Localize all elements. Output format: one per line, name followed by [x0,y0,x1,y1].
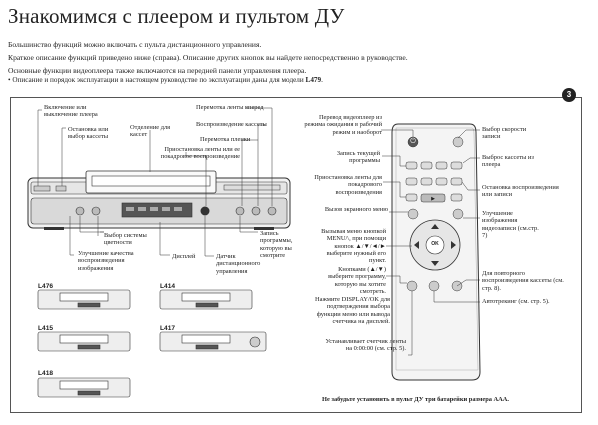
rlabel-pause-frame: Приостановка ленты для покадрового воспр… [314,174,382,196]
note-bullet: • [8,76,11,84]
rlabel-record-current: Запись текущей программы [336,150,380,165]
label-compartment: Отделение для кассет [130,124,171,139]
label-ff: Перемотка ленты вперед [196,104,264,111]
power-icon[interactable]: ⏻ [410,137,416,145]
model-thumbnails [37,289,267,398]
rlabel-osd: Вызов экранного меню [324,206,388,213]
page-number-badge: 3 [562,88,576,102]
model-l418: L418 [38,370,54,377]
label-rew: Перемотка пленки [200,136,251,143]
intro-line-3: Основные функции видеоплеера также включ… [8,66,307,75]
label-pause: Приостановка ленты или ее покадровое вос… [160,146,240,161]
rlabel-menu: Вызывая меню кнопкой MENU/\, при помощи … [321,228,386,265]
rlabel-counter: Устанавливает счетчик ленты на 0:00:00 (… [325,338,406,353]
remote-control [391,123,481,381]
note-text: Описание и порядок эксплуатации в настоя… [12,76,306,84]
rlabel-picture: Улучшение изображения видеозаписи (см.ст… [482,210,539,239]
rlabel-tracking: Автотрекинг (см. стр. 5). [482,298,550,305]
intro-line-1: Большинство функций можно включать с пул… [8,40,262,49]
thumb-l415 [37,331,131,352]
label-stop-eject: Остановка или выбор кассеты [68,126,109,141]
label-system: Выбор системы цветности [104,232,147,247]
rlabel-program: Кнопками (▲/▼) выберите программу, котор… [328,266,386,295]
play-key[interactable]: ▶ [431,196,435,202]
label-play: Воспроизведение кассеты [196,121,267,128]
rlabel-display-ok: Нажмите DISPLAY/OK для подтверждения выб… [315,296,390,325]
battery-warning: Не забудьте установить в пульт ДУ три ба… [322,396,509,403]
rlabel-standby: Перевод видеоплеер из режима ожидания в … [304,114,382,136]
content-frame [10,97,582,413]
thumb-l418 [37,377,131,398]
rlabel-repeat: Для повторного воспроизведения кассеты (… [482,270,564,292]
vcr-front-panel [27,170,291,230]
rlabel-stop: Остановка воспроизведения или записи [482,184,559,199]
model-l415: L415 [38,325,54,332]
label-record: Запись программы, которую вы смотрите [260,230,293,259]
rlabel-speed: Выбор скорости записи [482,126,527,141]
thumb-l476 [37,289,131,310]
intro-line-2: Краткое описание функций приведено ниже … [8,53,408,62]
model-l417: L417 [160,325,176,332]
note-model: L479 [305,76,322,84]
page-title: Знакомимся с плеером и пультом ДУ [8,4,345,28]
remote-leader-lines [381,129,480,356]
player-leader-lines [37,107,273,257]
label-power: Включение или выключение плеера [44,104,98,119]
label-display: Дисплей [172,253,196,260]
model-note: • Описание и порядок эксплуатации в наст… [8,76,323,84]
rlabel-eject: Выброс кассеты из плеера [482,154,534,169]
thumb-l414 [159,289,253,310]
model-l476: L476 [38,283,54,290]
label-sensor: Датчик дистанционного управления [216,253,261,275]
note-end: . [321,76,323,84]
model-l414: L414 [160,283,176,290]
label-picture: Улучшение качества воспроизведения изобр… [78,250,134,272]
ok-key[interactable]: OK [431,241,439,247]
thumb-l417 [159,331,267,352]
